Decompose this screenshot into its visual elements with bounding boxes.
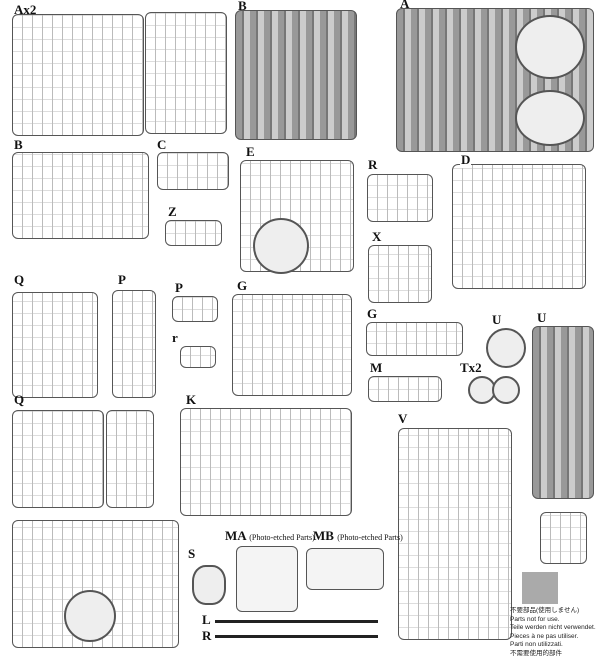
sprue-label: C: [157, 137, 167, 152]
sprue-frame: [532, 326, 594, 499]
sprue-label: E: [246, 144, 255, 159]
unused-parts-swatch: [522, 572, 558, 604]
ma-label: MA: [225, 528, 246, 543]
note-line: Parti non utilizzati.: [510, 641, 563, 648]
sprue-label: K: [186, 392, 197, 407]
sprue-label: Q: [14, 392, 25, 407]
not-for-use-note: 不要部品(使用しません) Parts not for use. Teile we…: [510, 607, 596, 658]
sprue-frame: [398, 428, 512, 640]
sprue-label: MB (Photo-etched Parts): [313, 528, 403, 544]
sprue-label: r: [172, 330, 178, 345]
sprue-frame: [232, 294, 352, 396]
sprue-frame: [157, 152, 229, 190]
sprue-label: A: [400, 0, 410, 11]
sprue-frame: [12, 152, 149, 239]
sprue-label: Z: [168, 204, 177, 219]
track-l: [215, 620, 378, 623]
sprue-frame: [235, 10, 357, 140]
s-part: [192, 565, 226, 605]
track-r: [215, 635, 378, 638]
sprue-frame: [145, 12, 227, 134]
sprue-label: Ax2: [14, 2, 37, 17]
sprue-label: R: [368, 157, 378, 172]
sprue-frame-small: [540, 512, 587, 564]
sprue-frame: [12, 14, 144, 136]
sprocket-part: [492, 376, 520, 404]
turret-ring-part: [515, 90, 585, 146]
sprue-frame: [112, 290, 156, 398]
sprue-label: S: [188, 546, 196, 561]
note-line: Parts not for use.: [510, 615, 560, 623]
sprue-frame: [180, 408, 352, 516]
mb-caption: (Photo-etched Parts): [337, 533, 403, 542]
sprue-frame: [368, 245, 432, 303]
sprue-frame: [180, 346, 216, 368]
sprue-label: L: [202, 612, 211, 627]
turret-ring-part: [515, 15, 585, 79]
sprue-label: U: [492, 312, 502, 327]
sprue-label: R: [202, 628, 212, 643]
hatch-part: [64, 590, 116, 642]
sprue-frame: [12, 410, 104, 508]
sprue-frame: [452, 164, 586, 289]
sprue-label: U: [536, 310, 548, 326]
mb-label: MB: [313, 528, 334, 543]
sprue-label: Q: [14, 272, 25, 287]
sprue-label: M: [370, 360, 383, 375]
sprue-frame: [165, 220, 222, 246]
sprue-frame: [12, 292, 98, 398]
ring-part: [486, 328, 526, 368]
note-line: Teile werden nicht verwendet.: [510, 624, 596, 631]
sprue-label: P: [175, 280, 183, 295]
sprue-label: MA (Photo-etched Parts): [225, 528, 315, 544]
sprue-label: G: [367, 306, 378, 321]
pe-fret: [236, 546, 298, 612]
note-line: 不要部品(使用しません): [510, 607, 580, 614]
sprue-label: D: [460, 152, 472, 168]
sprue-label: G: [237, 278, 248, 293]
sprue-frame: [172, 296, 218, 322]
sprue-label: B: [238, 0, 247, 13]
sprue-label: X: [372, 229, 382, 244]
note-line: 不需要使用的部件: [510, 649, 562, 657]
sprue-frame: [367, 174, 433, 222]
sprue-label: V: [398, 411, 408, 426]
sprue-frame: [366, 322, 463, 356]
ma-caption: (Photo-etched Parts): [249, 533, 315, 542]
pe-fret: [306, 548, 384, 590]
sprue-frame: [368, 376, 442, 402]
sprue-label: B: [14, 137, 23, 152]
note-line: Pieces à ne pas utiliser.: [510, 632, 579, 640]
sprue-label: Tx2: [460, 360, 482, 375]
hatch-part: [253, 218, 309, 274]
sprue-frame: [106, 410, 154, 508]
sprue-label: P: [118, 272, 126, 287]
